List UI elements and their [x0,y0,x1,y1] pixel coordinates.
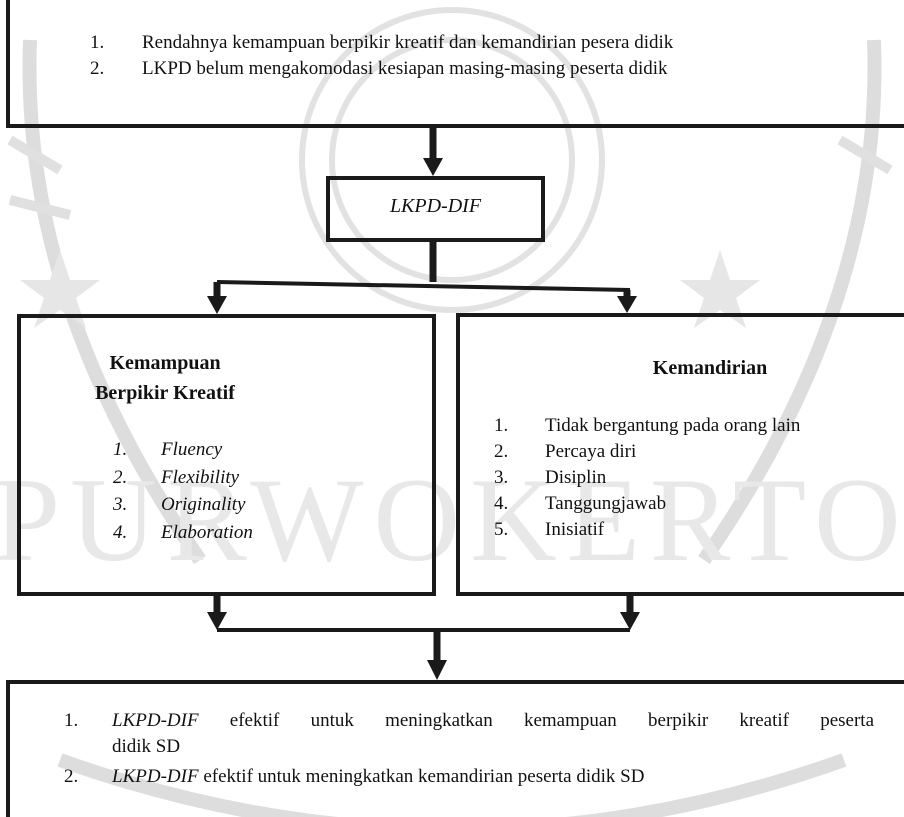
problem-number: 2. [90,58,105,79]
indicator-text: Tanggungjawab [545,493,667,514]
outcome-number: 1. [64,710,79,731]
problem-list: 1. Rendahnya kemampuan berpikir kreatif … [90,30,890,82]
outcome-number: 2. [64,766,79,787]
indicator-text: Tidak bergantung pada orang lain [545,415,801,436]
creative-indicator-list: 1. Fluency 2. Flexibility 3. Originality… [113,436,413,546]
independence-indicator-item: 2. Percaya diri [494,439,904,465]
problem-text: LKPD belum mengakomodasi kesiapan masing… [142,58,668,79]
outcome-item-2: 2. LKPD-DIF efektif untuk meningkatkan k… [64,764,874,790]
arrow-down-icon [427,660,447,680]
lkpd-dif-label: LKPD-DIF [389,195,482,217]
independence-indicator-item: 5. Inisiatif [494,517,904,543]
indicator-number: 4. [494,493,509,514]
problem-item-2: 2. LKPD belum mengakomodasi kesiapan mas… [90,56,890,82]
problem-box: 1. Rendahnya kemampuan berpikir kreatif … [6,0,904,128]
independence-indicator-item: 3. Disiplin [494,465,904,491]
creative-thinking-box: Kemampuan Berpikir Kreatif 1. Fluency 2.… [17,314,436,596]
indicator-number: 3. [494,467,509,488]
outcome-item-1-cont: didik SD [64,734,874,760]
indicator-text: Flexibility [161,466,240,488]
lkpd-dif-box: LKPD-DIF [326,176,545,242]
arrow-down-icon [423,158,443,176]
indicator-text: Fluency [161,439,223,460]
independence-title: Kemandirian [652,357,768,379]
outcome-text-cont: didik SD [112,736,181,757]
arrow-down-icon [207,612,227,630]
indicator-text: Elaboration [161,521,253,543]
independence-box: Kemandirian 1. Tidak bergantung pada ora… [456,313,904,596]
arrow-down-icon [207,296,227,314]
outcome-box: 1. LKPD-DIF efektif untuk meningkatkan k… [6,680,904,817]
indicator-text: Inisiatif [545,519,605,540]
arrow-down-icon [620,612,640,630]
indicator-number: 1. [113,439,128,460]
problem-item-1: 1. Rendahnya kemampuan berpikir kreatif … [90,30,890,56]
creative-thinking-title: Kemampuan Berpikir Kreatif [75,348,255,408]
outcome-item-1: 1. LKPD-DIF efektif untuk meningkatkan k… [64,708,874,734]
indicator-number: 1. [494,415,509,436]
outcome-lead: LKPD-DIF [112,766,199,787]
outcome-list: 1. LKPD-DIF efektif untuk meningkatkan k… [64,708,874,790]
independence-indicator-item: 1. Tidak bergantung pada orang lain [494,413,904,439]
creative-thinking-title-line1: Kemampuan [109,352,221,374]
indicator-text: Disiplin [545,467,607,488]
outcome-text: efektif untuk meningkatkan kemampuan ber… [198,710,874,731]
indicator-number: 4. [113,521,128,543]
independence-indicator-item: 4. Tanggungjawab [494,491,904,517]
creative-indicator-item: 3. Originality [113,491,413,519]
outcome-lead: LKPD-DIF [112,710,199,731]
indicator-number: 2. [113,466,128,488]
indicator-number: 5. [494,519,509,540]
indicator-text: Percaya diri [545,441,637,462]
connector-line [216,280,631,292]
problem-text: Rendahnya kemampuan berpikir kreatif dan… [142,32,674,53]
arrow-down-icon [617,296,637,313]
independence-indicator-list: 1. Tidak bergantung pada orang lain 2. P… [494,413,904,543]
indicator-number: 3. [113,494,128,515]
indicator-text: Originality [161,494,246,515]
problem-number: 1. [90,32,105,53]
outcome-text: efektif untuk meningkatkan kemandirian p… [198,766,645,787]
indicator-number: 2. [494,441,509,462]
creative-indicator-item: 1. Fluency [113,436,413,464]
creative-indicator-item: 2. Flexibility [113,464,413,492]
creative-thinking-title-line2: Berpikir Kreatif [95,382,235,404]
creative-indicator-item: 4. Elaboration [113,519,413,547]
